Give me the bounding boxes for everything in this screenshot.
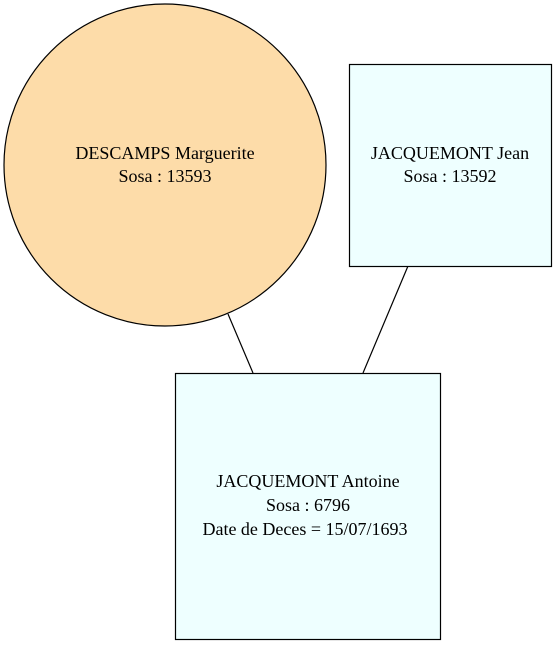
child-box (174, 372, 442, 641)
node-father[interactable]: JACQUEMONT Jean Sosa : 13592 (348, 63, 553, 268)
father-sosa: Sosa : 13592 (403, 166, 496, 186)
child-death-date: Date de Deces = 15/07/1693 (202, 519, 407, 539)
father-box (348, 63, 553, 268)
child-name: JACQUEMONT Antoine (216, 471, 399, 491)
node-child[interactable]: JACQUEMONT Antoine Sosa : 6796 Date de D… (174, 372, 442, 641)
mother-sosa: Sosa : 13593 (118, 166, 211, 186)
edge-father-to-child (362, 265, 409, 374)
father-name: JACQUEMONT Jean (371, 143, 529, 163)
mother-circle (3, 3, 327, 327)
node-mother[interactable]: DESCAMPS Marguerite Sosa : 13593 (3, 3, 327, 327)
child-sosa: Sosa : 6796 (266, 495, 350, 515)
mother-name: DESCAMPS Marguerite (75, 143, 254, 163)
edge-mother-to-child (227, 313, 254, 374)
